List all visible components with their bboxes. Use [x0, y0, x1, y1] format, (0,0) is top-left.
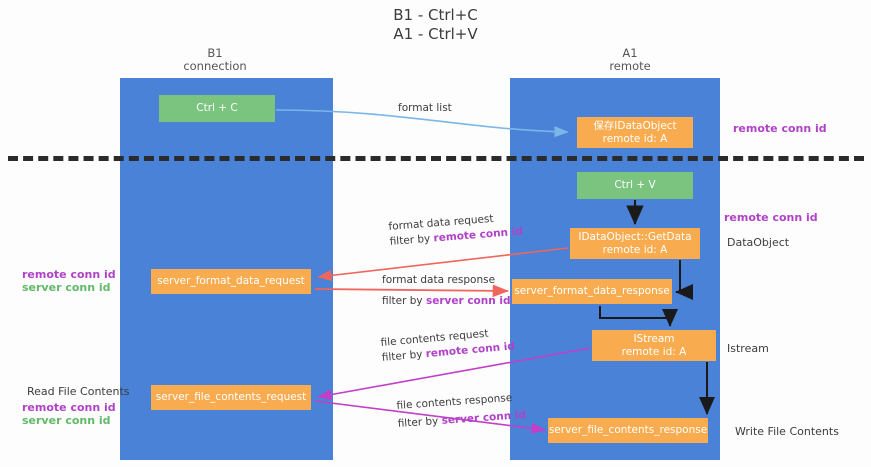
annotation-read-file-contents: Read File Contents	[27, 385, 130, 398]
node-istream-line2: remote id: A	[621, 345, 687, 358]
annotation-remote-conn-id-mid: remote conn id	[724, 211, 818, 224]
annotation-left-conn-ids-2: remote conn id server conn id	[22, 401, 116, 427]
arrow-file-contents-request	[317, 347, 591, 401]
node-ctrl-v[interactable]: Ctrl + V	[577, 172, 693, 199]
edge-label-format-data-response: format data response filter by server co…	[382, 273, 511, 308]
column-a1-name: A1	[622, 46, 638, 60]
node-server-file-contents-request[interactable]: server_file_contents_request	[151, 385, 311, 410]
arrow-format-data-response	[314, 284, 509, 298]
node-server-file-contents-response[interactable]: server_file_contents_response	[548, 418, 708, 443]
filter-prefix: filter by	[381, 348, 427, 364]
column-b1-role: connection	[183, 59, 247, 73]
node-save-idataobject-line2: remote id: A	[602, 132, 668, 145]
filter-prefix: filter by	[389, 232, 435, 248]
node-idataobject-getdata[interactable]: IDataObject::GetData remote id: A	[570, 228, 700, 259]
node-ctrl-v-label: Ctrl + V	[614, 179, 656, 191]
node-server-format-data-request-label: server_format_data_request	[157, 275, 305, 287]
edge-label-format-list-text: format list	[398, 102, 452, 114]
edge-label-format-data-response-line1: format data response	[382, 274, 496, 286]
arrow-response-istream	[599, 306, 678, 327]
annotation-left-remote-conn-id-2: remote conn id	[22, 401, 116, 414]
annotation-left-server-conn-id-2: server conn id	[22, 414, 111, 427]
title-line-2: A1 - Ctrl+V	[393, 25, 478, 43]
arrow-format-list	[275, 109, 569, 138]
node-ctrl-c[interactable]: Ctrl + C	[159, 95, 275, 122]
node-save-idataobject[interactable]: 保存IDataObject remote id: A	[577, 117, 693, 148]
node-save-idataobject-line1: 保存IDataObject	[593, 119, 677, 132]
node-ctrl-c-label: Ctrl + C	[196, 102, 238, 114]
annotation-left-server-conn-id: server conn id	[22, 281, 111, 294]
annotation-istream: Istream	[727, 342, 769, 355]
filter-prefix: filter by	[397, 414, 443, 430]
node-server-file-contents-response-label: server_file_contents_response	[548, 424, 708, 436]
column-a1-role: remote	[609, 59, 651, 73]
annotation-left-remote-conn-id: remote conn id	[22, 268, 116, 281]
annotation-write-file-contents: Write File Contents	[735, 425, 839, 438]
annotation-left-conn-ids: remote conn id server conn id	[22, 268, 116, 294]
column-header-b1: B1 connection	[145, 47, 285, 73]
arrow-format-data-request	[317, 247, 569, 281]
title-line-1: B1 - Ctrl+C	[393, 6, 478, 24]
edge-label-format-list: format list	[398, 101, 452, 115]
edge-label-format-data-response-line2: filter by server conn id	[382, 294, 511, 308]
page-title: B1 - Ctrl+C A1 - Ctrl+V	[0, 6, 871, 44]
column-b1-name: B1	[207, 46, 223, 60]
node-server-format-data-response[interactable]: server_format_data_response	[512, 279, 672, 304]
column-header-a1: A1 remote	[545, 47, 715, 73]
node-istream[interactable]: IStream remote id: A	[592, 330, 716, 361]
node-getdata-line2: remote id: A	[602, 243, 668, 256]
arrow-file-contents-response	[314, 400, 546, 434]
node-istream-line1: IStream	[633, 332, 675, 345]
filter-prefix: filter by	[382, 295, 426, 307]
phase-divider	[8, 156, 864, 161]
node-server-format-data-request[interactable]: server_format_data_request	[151, 269, 311, 294]
filter-id: server conn id	[425, 295, 511, 307]
node-server-format-data-response-label: server_format_data_response	[514, 285, 670, 297]
annotation-dataobject: DataObject	[727, 236, 790, 249]
arrow-getdata-response	[675, 260, 693, 300]
node-server-file-contents-request-label: server_file_contents_request	[155, 391, 307, 403]
annotation-remote-conn-id-top: remote conn id	[733, 122, 827, 135]
node-getdata-line1: IDataObject::GetData	[578, 230, 692, 243]
